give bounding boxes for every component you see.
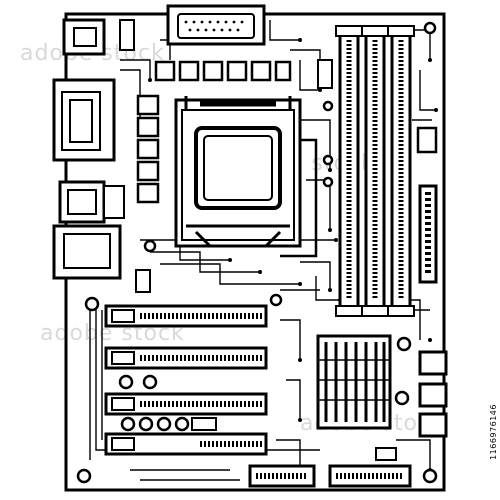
vga-port	[52, 78, 116, 162]
ram-slots	[335, 25, 415, 317]
ps2-port	[62, 18, 106, 56]
atx-power-connector	[418, 184, 438, 284]
header-pins	[317, 59, 333, 89]
chipset-heatsink	[316, 334, 392, 430]
cpu-die	[194, 126, 282, 210]
socket-lever	[280, 138, 318, 258]
ram-slot	[335, 25, 363, 317]
header-block	[416, 126, 438, 154]
pci-slot	[104, 432, 268, 456]
ram-slot	[361, 25, 389, 317]
chip-small	[191, 417, 217, 431]
expansion-slots	[104, 304, 268, 456]
stock-id-text: 1166976146	[489, 404, 498, 460]
header-pins	[135, 269, 151, 293]
sata-connectors	[418, 350, 448, 438]
vrm-capacitors	[136, 60, 292, 204]
pci-slot	[104, 392, 268, 416]
ram-slot	[387, 25, 415, 317]
pci-slot	[104, 346, 268, 370]
header-pins	[119, 19, 135, 51]
usb-port	[58, 180, 106, 224]
io-panel	[52, 18, 125, 280]
pci-slot	[104, 304, 268, 328]
top-d-sub-connector	[166, 4, 266, 46]
capacitor-rounds	[76, 21, 438, 484]
cpu-socket	[174, 96, 318, 258]
bottom-headers	[248, 447, 412, 488]
